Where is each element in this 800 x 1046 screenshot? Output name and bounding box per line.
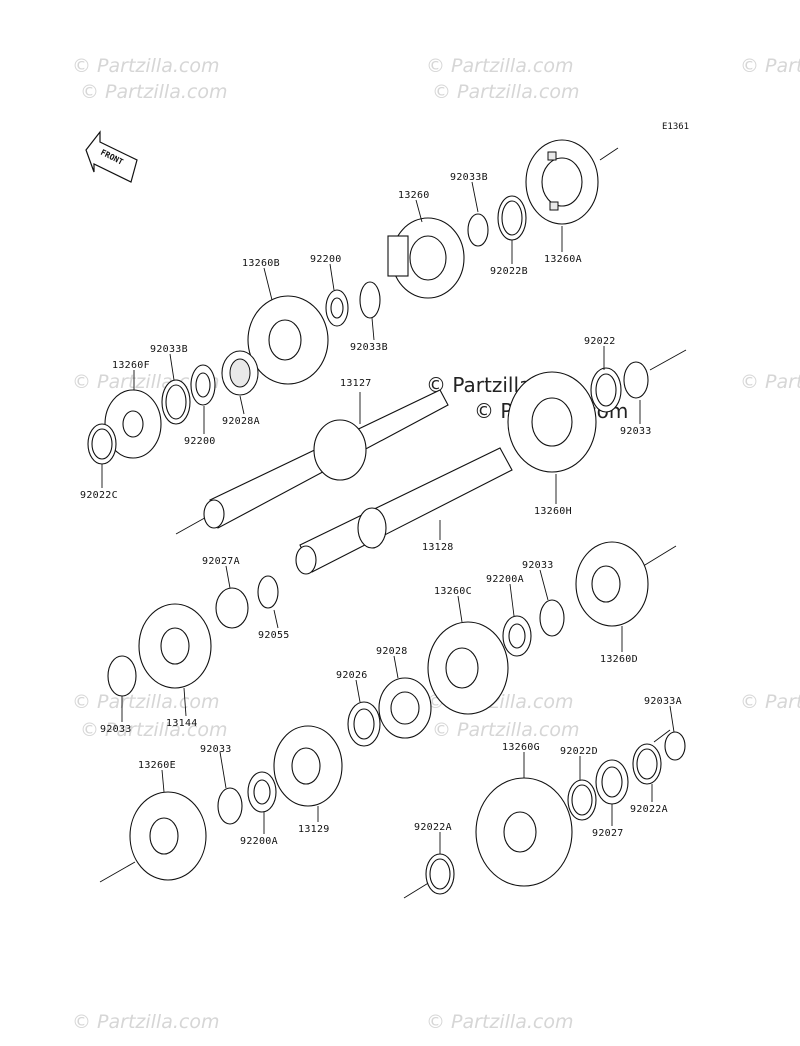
shaft-13127-icon [203, 389, 449, 529]
circlip-92033-icon [539, 599, 565, 637]
bushing-92027A-icon [215, 587, 249, 629]
part-label: 92033 [200, 744, 232, 755]
sprocket-13144-icon [138, 603, 212, 689]
circlip-92033A-icon [664, 731, 686, 761]
part-label: 92026 [336, 670, 368, 681]
part-label: 92028A [222, 416, 260, 427]
circlip-92033B-icon [467, 213, 489, 247]
bearing-92028-icon [378, 677, 432, 739]
part-label: 13260D [600, 654, 638, 665]
part-label: 92033 [620, 426, 652, 437]
part-label: 13129 [298, 824, 330, 835]
circlip-92033-icon [623, 361, 649, 399]
part-label: 13260G [502, 742, 540, 753]
watermark: © Partzilla.com [426, 55, 573, 77]
part-label: 92022D [560, 746, 598, 757]
gear-13129-icon [273, 725, 343, 807]
gear-13260E-icon [129, 791, 207, 881]
diagram-reference-code: E1361 [662, 122, 689, 132]
gear-13260D-icon [575, 541, 649, 627]
circlip-92033B-icon [359, 281, 381, 319]
watermark: © Partzilla.com [740, 691, 800, 713]
part-label: 92027 [592, 828, 624, 839]
front-arrow-icon: FRONT [85, 130, 138, 183]
circlip-92033-icon [107, 655, 137, 697]
part-label: 92033 [522, 560, 554, 571]
part-label: 13144 [166, 718, 198, 729]
watermark: © Partzilla.com [80, 81, 227, 103]
part-label: 13260H [534, 506, 572, 517]
part-label: 92055 [258, 630, 290, 641]
part-label: 92033B [450, 172, 488, 183]
gear-13260F-icon [104, 389, 162, 459]
part-label: 92022A [630, 804, 668, 815]
bearing-92028A-icon [221, 350, 259, 396]
watermark: © Partzilla.com [72, 691, 219, 713]
axis-lines [99, 147, 687, 899]
part-label: 13260F [112, 360, 150, 371]
watermark: © Partzilla.com [426, 1011, 573, 1033]
watermark: © Partzilla.com [80, 719, 227, 741]
part-labels: 13260A 92033B 13260 92022B 13260B 92200 … [80, 172, 682, 847]
part-label: 92022A [414, 822, 452, 833]
watermark: © Partzilla.com [432, 81, 579, 103]
part-label: 92033B [150, 344, 188, 355]
part-label: 92028 [376, 646, 408, 657]
watermark: © Partzilla.com [740, 371, 800, 393]
watermark: © Partzilla.com [740, 55, 800, 77]
part-label: 92033B [350, 342, 388, 353]
part-label: 13260E [138, 760, 176, 771]
gear-13260A-icon [525, 139, 599, 225]
part-label: 92033 [100, 724, 132, 735]
shaft-13128-icon [295, 447, 513, 575]
part-label: 92022B [490, 266, 528, 277]
part-label: 13260 [398, 190, 430, 201]
part-label: 13127 [340, 378, 372, 389]
gear-13260C-icon [427, 621, 509, 715]
circlip-92033-icon [217, 787, 243, 825]
gear-13260B-icon [247, 295, 329, 385]
gear-13260-icon [387, 217, 465, 299]
gear-13260H-icon [507, 371, 597, 473]
part-label: 13128 [422, 542, 454, 553]
part-label: 92200 [184, 436, 216, 447]
part-label: 92022 [584, 336, 616, 347]
watermark: © Partzilla.com [72, 1011, 219, 1033]
part-label: 13260C [434, 586, 472, 597]
part-label: 13260A [544, 254, 582, 265]
part-label: 92027A [202, 556, 240, 567]
part-label: 92033A [644, 696, 682, 707]
circlip-92055-icon [257, 575, 279, 609]
part-label: 92200A [486, 574, 524, 585]
part-label: 92200 [310, 254, 342, 265]
watermark: © Partzilla.com [432, 719, 579, 741]
watermark: © Partzilla.com [72, 55, 219, 77]
part-label: 92022C [80, 490, 118, 501]
part-label: 13260B [242, 258, 280, 269]
leader-lines [101, 181, 675, 854]
part-label: 92200A [240, 836, 278, 847]
gear-13260G-icon [475, 777, 573, 887]
